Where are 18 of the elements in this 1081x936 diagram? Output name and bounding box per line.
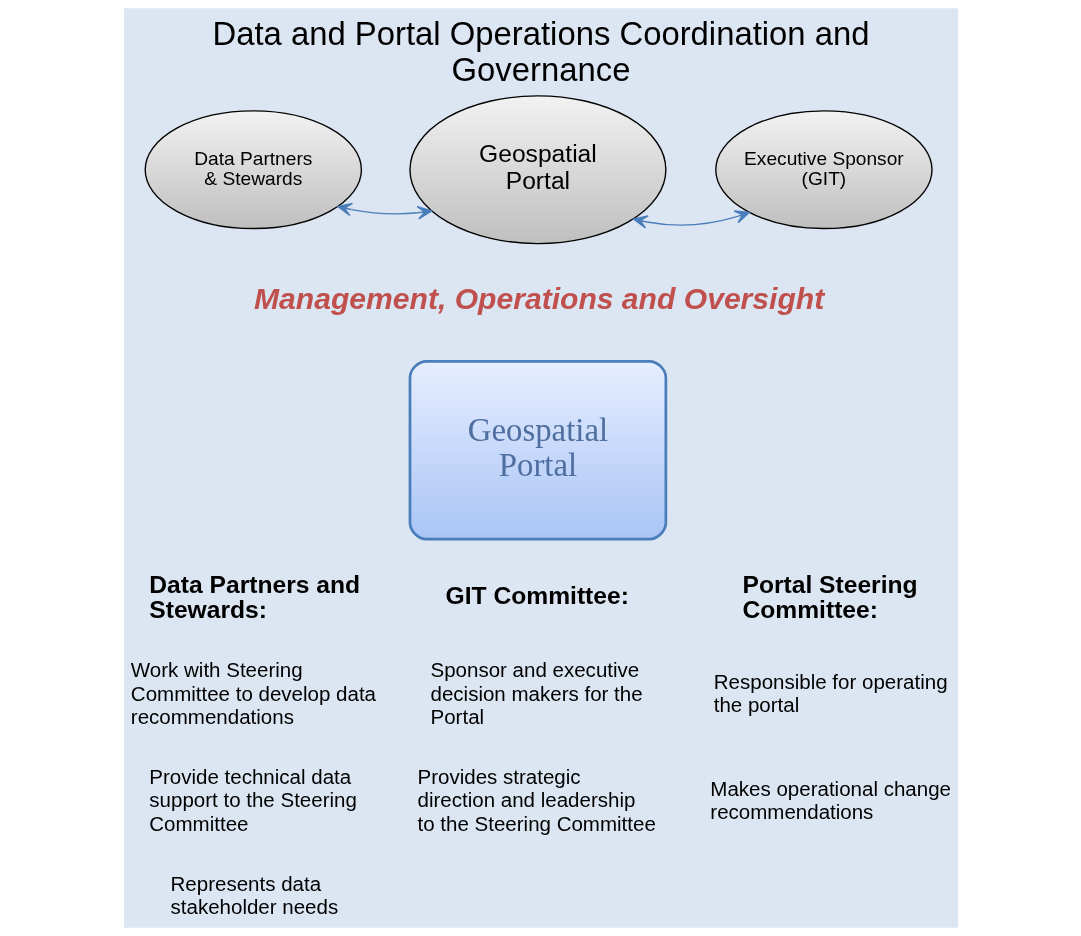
label: Provides strategic direction and leadership to the Steering Committee xyxy=(417,765,656,835)
label: Data Partners and Stewards: xyxy=(148,571,360,623)
node-ellipse: Executive Sponsor (GIT) xyxy=(714,110,933,230)
arrow xyxy=(336,202,432,220)
node-box: Geospatial Portal xyxy=(408,359,667,541)
diagram-title: Data and Portal Operations Coordination and Governance xyxy=(212,15,869,89)
label: Portal Steering Committee: xyxy=(741,571,918,623)
arrow xyxy=(632,210,750,229)
label: Sponsor and executive decision makers for the Portal xyxy=(430,658,643,728)
label: Provide technical data support to the Steering Committee xyxy=(148,765,357,835)
label: Represents data stakeholder needs xyxy=(170,871,338,919)
label: Makes operational change recommendations xyxy=(709,776,951,823)
label: Responsible for operating the portal xyxy=(713,669,948,717)
node-ellipse: Data Partners & Stewards xyxy=(144,110,362,230)
label: Work with Steering Committee to develop data recommendations xyxy=(130,658,376,728)
label: GIT Committee: xyxy=(445,582,629,610)
node-ellipse: Geospatial Portal xyxy=(408,95,667,245)
label: Management, Operations and Oversight xyxy=(253,281,824,315)
